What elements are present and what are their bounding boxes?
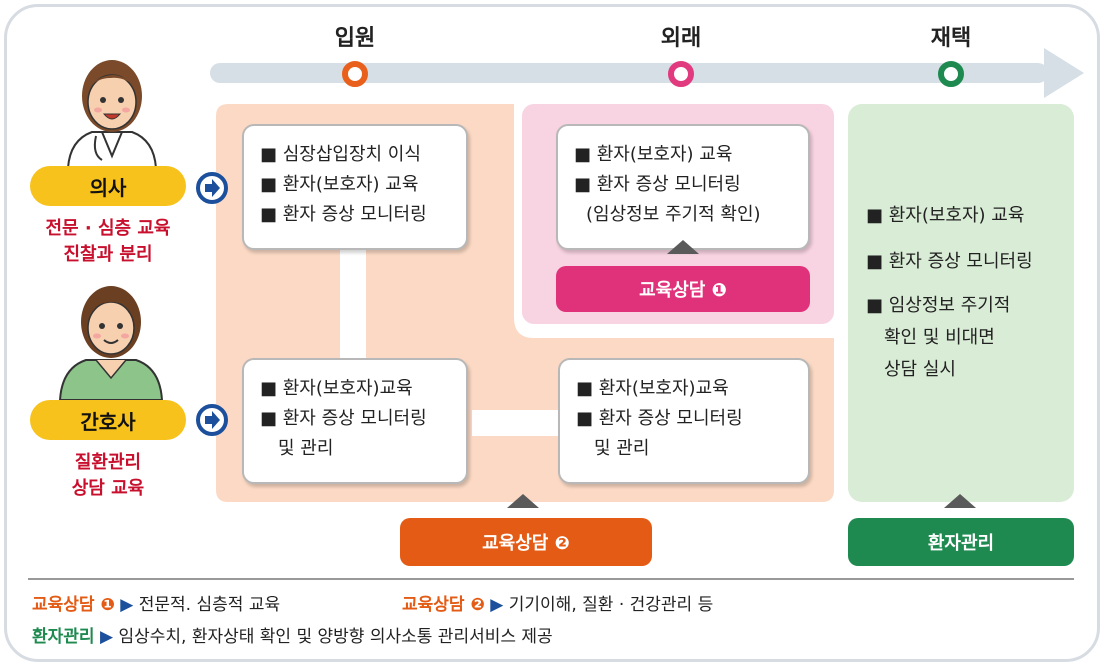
legend-counsel1-label: 교육상담 ❶ — [32, 595, 115, 615]
legend-counsel2-label: 교육상담 ❷ — [402, 595, 485, 615]
home-care-item: 상담 실시 — [884, 359, 956, 380]
card-line: ■ 환자 증상 모니터링 — [260, 204, 427, 225]
role-pill-nurse: 간호사 — [30, 400, 186, 440]
legend-arrow-icon: ▶ — [490, 595, 504, 615]
legend-counsel1-text: 전문적. 심층적 교육 — [138, 595, 281, 615]
stage-marker-inpatient — [342, 61, 368, 87]
card-line: ■ 심장삽입장치 이식 — [260, 144, 421, 165]
legend-pm-label: 환자관리 — [32, 627, 95, 647]
counsel1-button[interactable]: 교육상담 ❶ — [556, 266, 810, 312]
card-line: 및 관리 — [278, 438, 334, 459]
role-desc-nurse: 질환관리 상담 교육 — [16, 450, 200, 502]
card-line: ■ 환자 증상 모니터링 — [576, 408, 743, 429]
card-line: (임상정보 주기적 확인) — [586, 204, 761, 225]
role-desc-doctor-line1: 전문 · 심층 교육 — [45, 218, 171, 239]
card-line: ■ 환자(보호자) 교육 — [260, 174, 419, 195]
legend-arrow-icon: ▶ — [99, 627, 114, 647]
home-care-list: ■ 환자(보호자) 교육 ■ 환자 증상 모니터링 ■ 임상정보 주기적 확인 … — [866, 200, 1066, 386]
legend-divider — [28, 578, 1074, 580]
stage-label-outpatient: 외래 — [660, 26, 702, 51]
card-inpatient-nurse: ■ 환자(보호자)교육 ■ 환자 증상 모니터링 및 관리 — [242, 358, 468, 484]
stage-marker-home — [938, 61, 964, 87]
legend-arrow-icon: ▶ — [120, 595, 134, 615]
home-care-item: 확인 및 비대면 — [884, 327, 995, 348]
home-care-item: ■ 임상정보 주기적 — [866, 295, 1011, 316]
home-care-item: ■ 환자 증상 모니터링 — [866, 251, 1033, 272]
card-line: ■ 환자 증상 모니터링 — [260, 408, 427, 429]
role-desc-nurse-line2: 상담 교육 — [71, 478, 145, 499]
card-line: ■ 환자 증상 모니터링 — [574, 174, 741, 195]
role-pill-doctor: 의사 — [30, 166, 186, 206]
card-outpatient-doctor: ■ 환자(보호자) 교육 ■ 환자 증상 모니터링 (임상정보 주기적 확인) — [556, 124, 810, 250]
role-desc-doctor: 전문 · 심층 교육 진찰과 분리 — [16, 216, 200, 268]
patient-mgmt-button[interactable]: 환자관리 — [848, 518, 1074, 566]
triangle-up-icon — [667, 240, 699, 254]
role-desc-nurse-line1: 질환관리 — [74, 452, 142, 473]
card-outpatient-nurse: ■ 환자(보호자)교육 ■ 환자 증상 모니터링 및 관리 — [558, 358, 810, 484]
card-inpatient-doctor: ■ 심장삽입장치 이식 ■ 환자(보호자) 교육 ■ 환자 증상 모니터링 — [242, 124, 468, 250]
card-line: ■ 환자(보호자) 교육 — [574, 144, 733, 165]
legend-counsel1: 교육상담 ❶ ▶ 전문적. 심층적 교육 — [32, 590, 280, 615]
legend-pm-text: 임상수치, 환자상태 확인 및 양방향 의사소통 관리서비스 제공 — [118, 627, 553, 647]
role-desc-doctor-line2: 진찰과 분리 — [63, 244, 153, 265]
card-line: ■ 환자(보호자)교육 — [576, 378, 729, 399]
stage-label-home: 재택 — [930, 26, 972, 51]
legend-counsel2: 교육상담 ❷ ▶ 기기이해, 질환 · 건강관리 등 — [402, 590, 713, 615]
legend-patient-mgmt: 환자관리 ▶ 임상수치, 환자상태 확인 및 양방향 의사소통 관리서비스 제공 — [32, 622, 553, 647]
arrow-right-circle-icon — [196, 172, 228, 204]
triangle-up-icon — [944, 494, 976, 508]
counsel2-button[interactable]: 교육상담 ❷ — [400, 518, 652, 566]
stage-label-inpatient: 입원 — [334, 26, 376, 51]
stage-marker-outpatient — [668, 61, 694, 87]
doctor-illustration-icon — [66, 60, 158, 169]
nurse-illustration-icon — [58, 286, 164, 400]
home-care-item: ■ 환자(보호자) 교육 — [866, 205, 1025, 226]
timeline-arrow — [210, 48, 1084, 98]
arrow-right-circle-icon — [196, 404, 228, 436]
legend-counsel2-text: 기기이해, 질환 · 건강관리 등 — [508, 595, 714, 615]
card-line: ■ 환자(보호자)교육 — [260, 378, 413, 399]
card-line: 및 관리 — [594, 438, 650, 459]
triangle-up-icon — [507, 494, 539, 508]
